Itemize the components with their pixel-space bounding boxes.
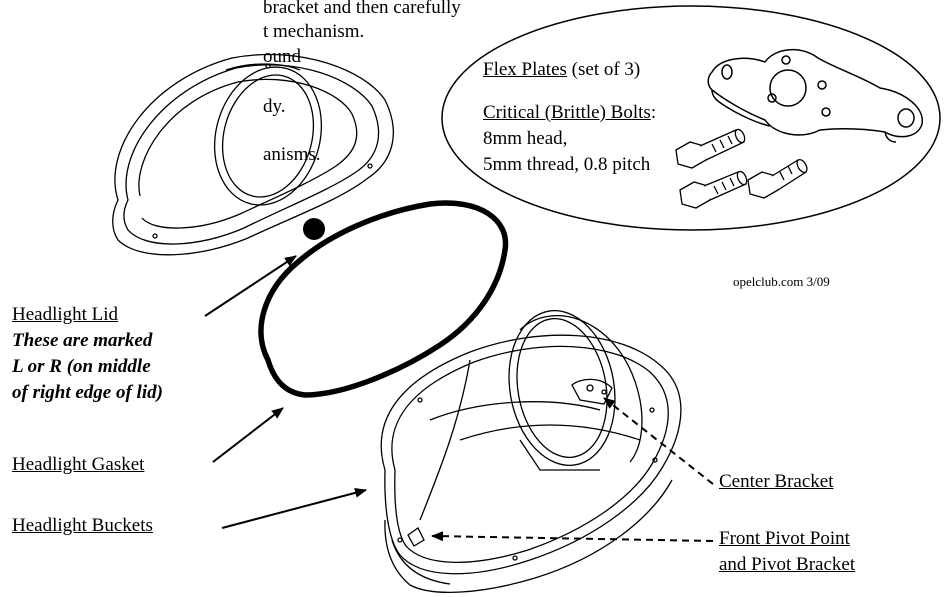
gasket-arrow bbox=[213, 408, 283, 462]
center-bracket-label: Center Bracket bbox=[719, 470, 833, 494]
instruction-line: anisms. bbox=[263, 143, 321, 167]
headlight-bucket-illustration bbox=[381, 302, 681, 592]
headlight-lid-label: Headlight Lid bbox=[12, 303, 118, 327]
bolt-icon bbox=[748, 158, 809, 198]
bolts-spec-thread: 5mm thread, 0.8 pitch bbox=[483, 153, 650, 177]
bolt-icon bbox=[680, 170, 749, 208]
buckets-arrow bbox=[222, 490, 366, 528]
bolt-icon bbox=[676, 128, 747, 168]
front-pivot-label: Front Pivot Point bbox=[719, 527, 850, 551]
pivot-bracket-label: and Pivot Bracket bbox=[719, 553, 855, 577]
pivot-arrow bbox=[432, 536, 713, 541]
flex-plates-label: Flex Plates (set of 3) bbox=[483, 58, 640, 82]
headlight-buckets-label: Headlight Buckets bbox=[12, 514, 153, 538]
instruction-line: bracket and then carefully bbox=[263, 0, 461, 20]
lr-marker-dot bbox=[303, 218, 325, 240]
lid-note-line: These are marked bbox=[12, 329, 152, 353]
instruction-line: ound bbox=[263, 45, 301, 69]
center-bracket-arrow bbox=[604, 398, 713, 484]
instruction-line: dy. bbox=[263, 95, 286, 119]
bolts-label: Critical (Brittle) Bolts: bbox=[483, 101, 656, 125]
lid-note-line: L or R (on middle bbox=[12, 355, 151, 379]
headlight-lid-illustration bbox=[113, 54, 394, 254]
lid-arrow bbox=[205, 256, 296, 316]
instruction-line: t mechanism. bbox=[263, 20, 364, 44]
credit-text: opelclub.com 3/09 bbox=[733, 274, 830, 290]
headlight-gasket-label: Headlight Gasket bbox=[12, 453, 144, 477]
flex-plate-icon bbox=[708, 50, 922, 142]
bolts-spec-head: 8mm head, bbox=[483, 127, 567, 151]
lid-note-line: of right edge of lid) bbox=[12, 381, 163, 405]
